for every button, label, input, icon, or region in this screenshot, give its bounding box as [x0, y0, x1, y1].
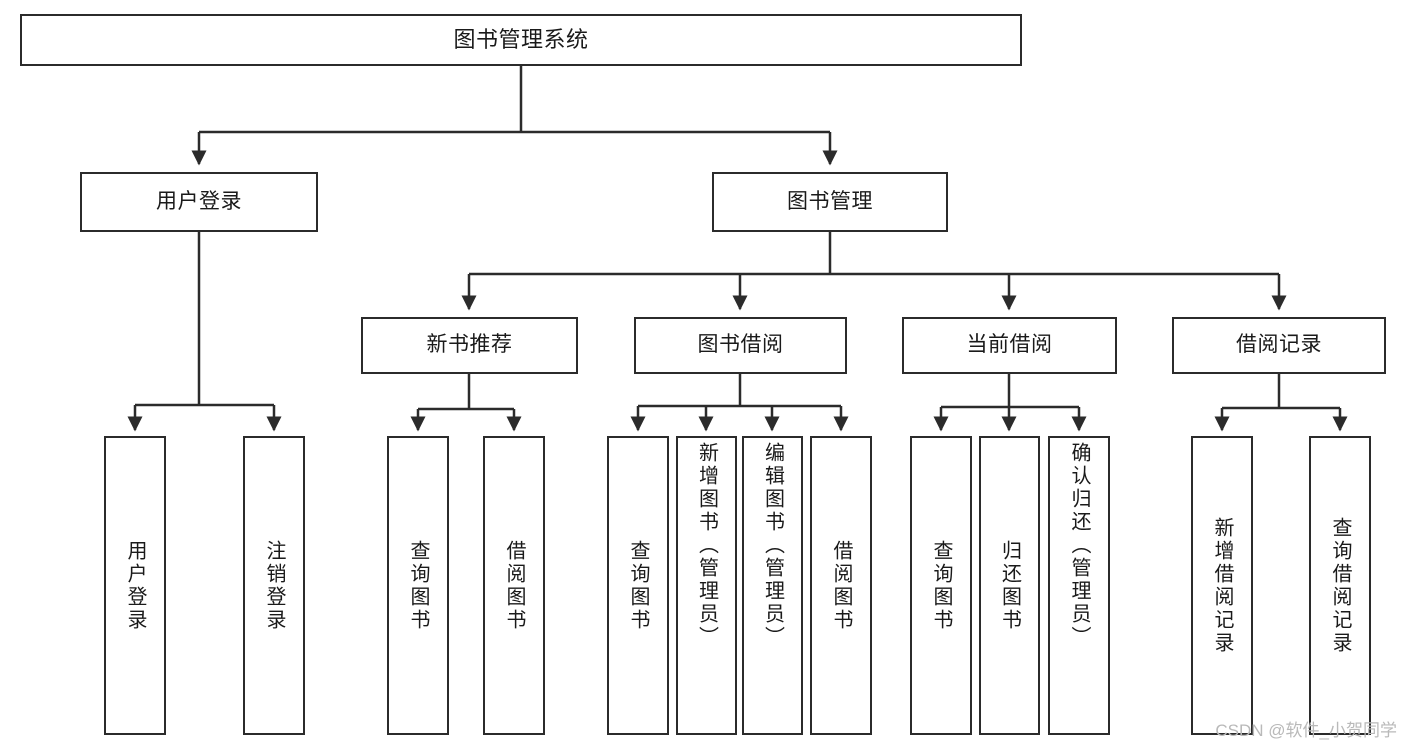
leaf-add-borrow-record[interactable]: 新增借阅记录	[1191, 436, 1253, 735]
leaf-edit-book-admin-label: 编辑图书（管理员）	[761, 442, 784, 649]
leaf-return-book[interactable]: 归还图书	[979, 436, 1040, 735]
leaf-query-book-borrow-label: 查询图书	[627, 539, 649, 632]
leaf-query-book-borrow[interactable]: 查询图书	[607, 436, 669, 735]
node-borrow-record[interactable]: 借阅记录	[1172, 317, 1386, 374]
leaf-add-borrow-record-label: 新增借阅记录	[1211, 516, 1233, 655]
leaf-logout-label: 注销登录	[263, 539, 285, 632]
node-book-borrow[interactable]: 图书借阅	[634, 317, 847, 374]
leaf-confirm-return-admin-label: 确认归还（管理员）	[1068, 442, 1090, 649]
node-root-label: 图书管理系统	[453, 27, 589, 53]
node-current-borrow-label: 当前借阅	[966, 333, 1053, 357]
leaf-return-book-label: 归还图书	[998, 539, 1021, 632]
node-current-borrow[interactable]: 当前借阅	[902, 317, 1117, 374]
leaf-confirm-return-admin[interactable]: 确认归还（管理员）	[1048, 436, 1110, 735]
leaf-borrow-book-recommend[interactable]: 借阅图书	[483, 436, 545, 735]
csdn-watermark: CSDN @软件_小贺同学	[1215, 721, 1397, 740]
node-new-book-recommend-label: 新书推荐	[426, 333, 513, 357]
leaf-add-book-admin[interactable]: 新增图书（管理员）	[676, 436, 737, 735]
node-user-login[interactable]: 用户登录	[80, 172, 318, 232]
leaf-query-borrow-record[interactable]: 查询借阅记录	[1309, 436, 1371, 735]
leaf-add-book-admin-label: 新增图书（管理员）	[695, 442, 718, 649]
leaf-query-book-recommend[interactable]: 查询图书	[387, 436, 449, 735]
leaf-borrow-book-recommend-label: 借阅图书	[503, 539, 525, 632]
leaf-query-borrow-record-label: 查询借阅记录	[1329, 516, 1351, 655]
leaf-query-book-recommend-label: 查询图书	[407, 539, 429, 632]
leaf-query-book-current[interactable]: 查询图书	[910, 436, 972, 735]
leaf-borrow-book-label: 借阅图书	[830, 539, 852, 632]
node-root[interactable]: 图书管理系统	[20, 14, 1022, 66]
leaf-user-login-label: 用户登录	[124, 539, 146, 632]
leaf-user-login[interactable]: 用户登录	[104, 436, 166, 735]
leaf-borrow-book[interactable]: 借阅图书	[810, 436, 872, 735]
leaf-logout[interactable]: 注销登录	[243, 436, 305, 735]
leaf-edit-book-admin[interactable]: 编辑图书（管理员）	[742, 436, 803, 735]
node-book-borrow-label: 图书借阅	[697, 333, 784, 357]
node-borrow-record-label: 借阅记录	[1236, 333, 1322, 357]
node-book-management-label: 图书管理	[787, 189, 873, 213]
node-book-management[interactable]: 图书管理	[712, 172, 948, 232]
leaf-query-book-current-label: 查询图书	[930, 539, 952, 632]
node-new-book-recommend[interactable]: 新书推荐	[361, 317, 578, 374]
node-user-login-label: 用户登录	[156, 189, 242, 213]
